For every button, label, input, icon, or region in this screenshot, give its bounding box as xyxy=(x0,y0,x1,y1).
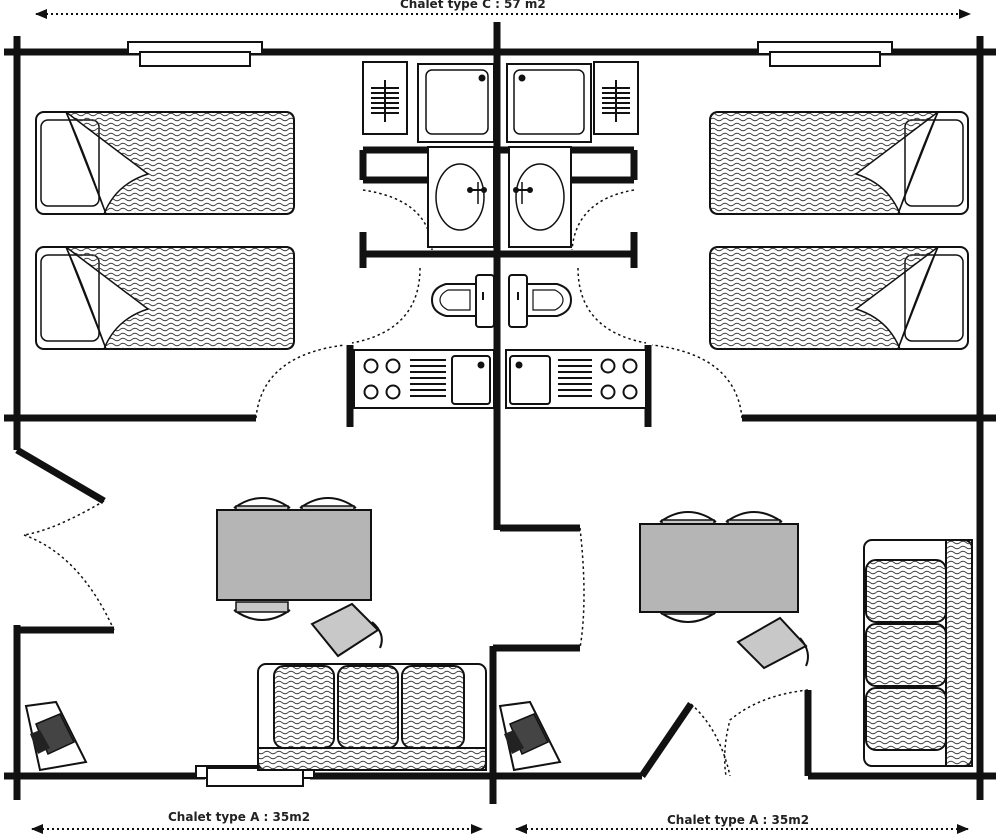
table-icon xyxy=(216,509,799,613)
bottom-left-dimension-label: Chalet type A : 35m2 xyxy=(164,810,315,824)
window-icon xyxy=(127,41,893,787)
toilet-icon xyxy=(430,274,573,328)
top-dimension-label: Chalet type C : 57 m2 xyxy=(396,0,550,11)
sink-icon xyxy=(427,146,572,248)
door-swing-icon xyxy=(23,189,809,777)
walls xyxy=(4,22,996,804)
armchair-icon xyxy=(310,602,809,670)
dimension-arrow-icon xyxy=(31,9,971,834)
sofa-icon xyxy=(257,539,973,771)
shower-icon xyxy=(417,63,592,143)
bottom-right-dimension-label: Chalet type A : 35m2 xyxy=(663,813,814,827)
stove-icon xyxy=(353,349,647,409)
